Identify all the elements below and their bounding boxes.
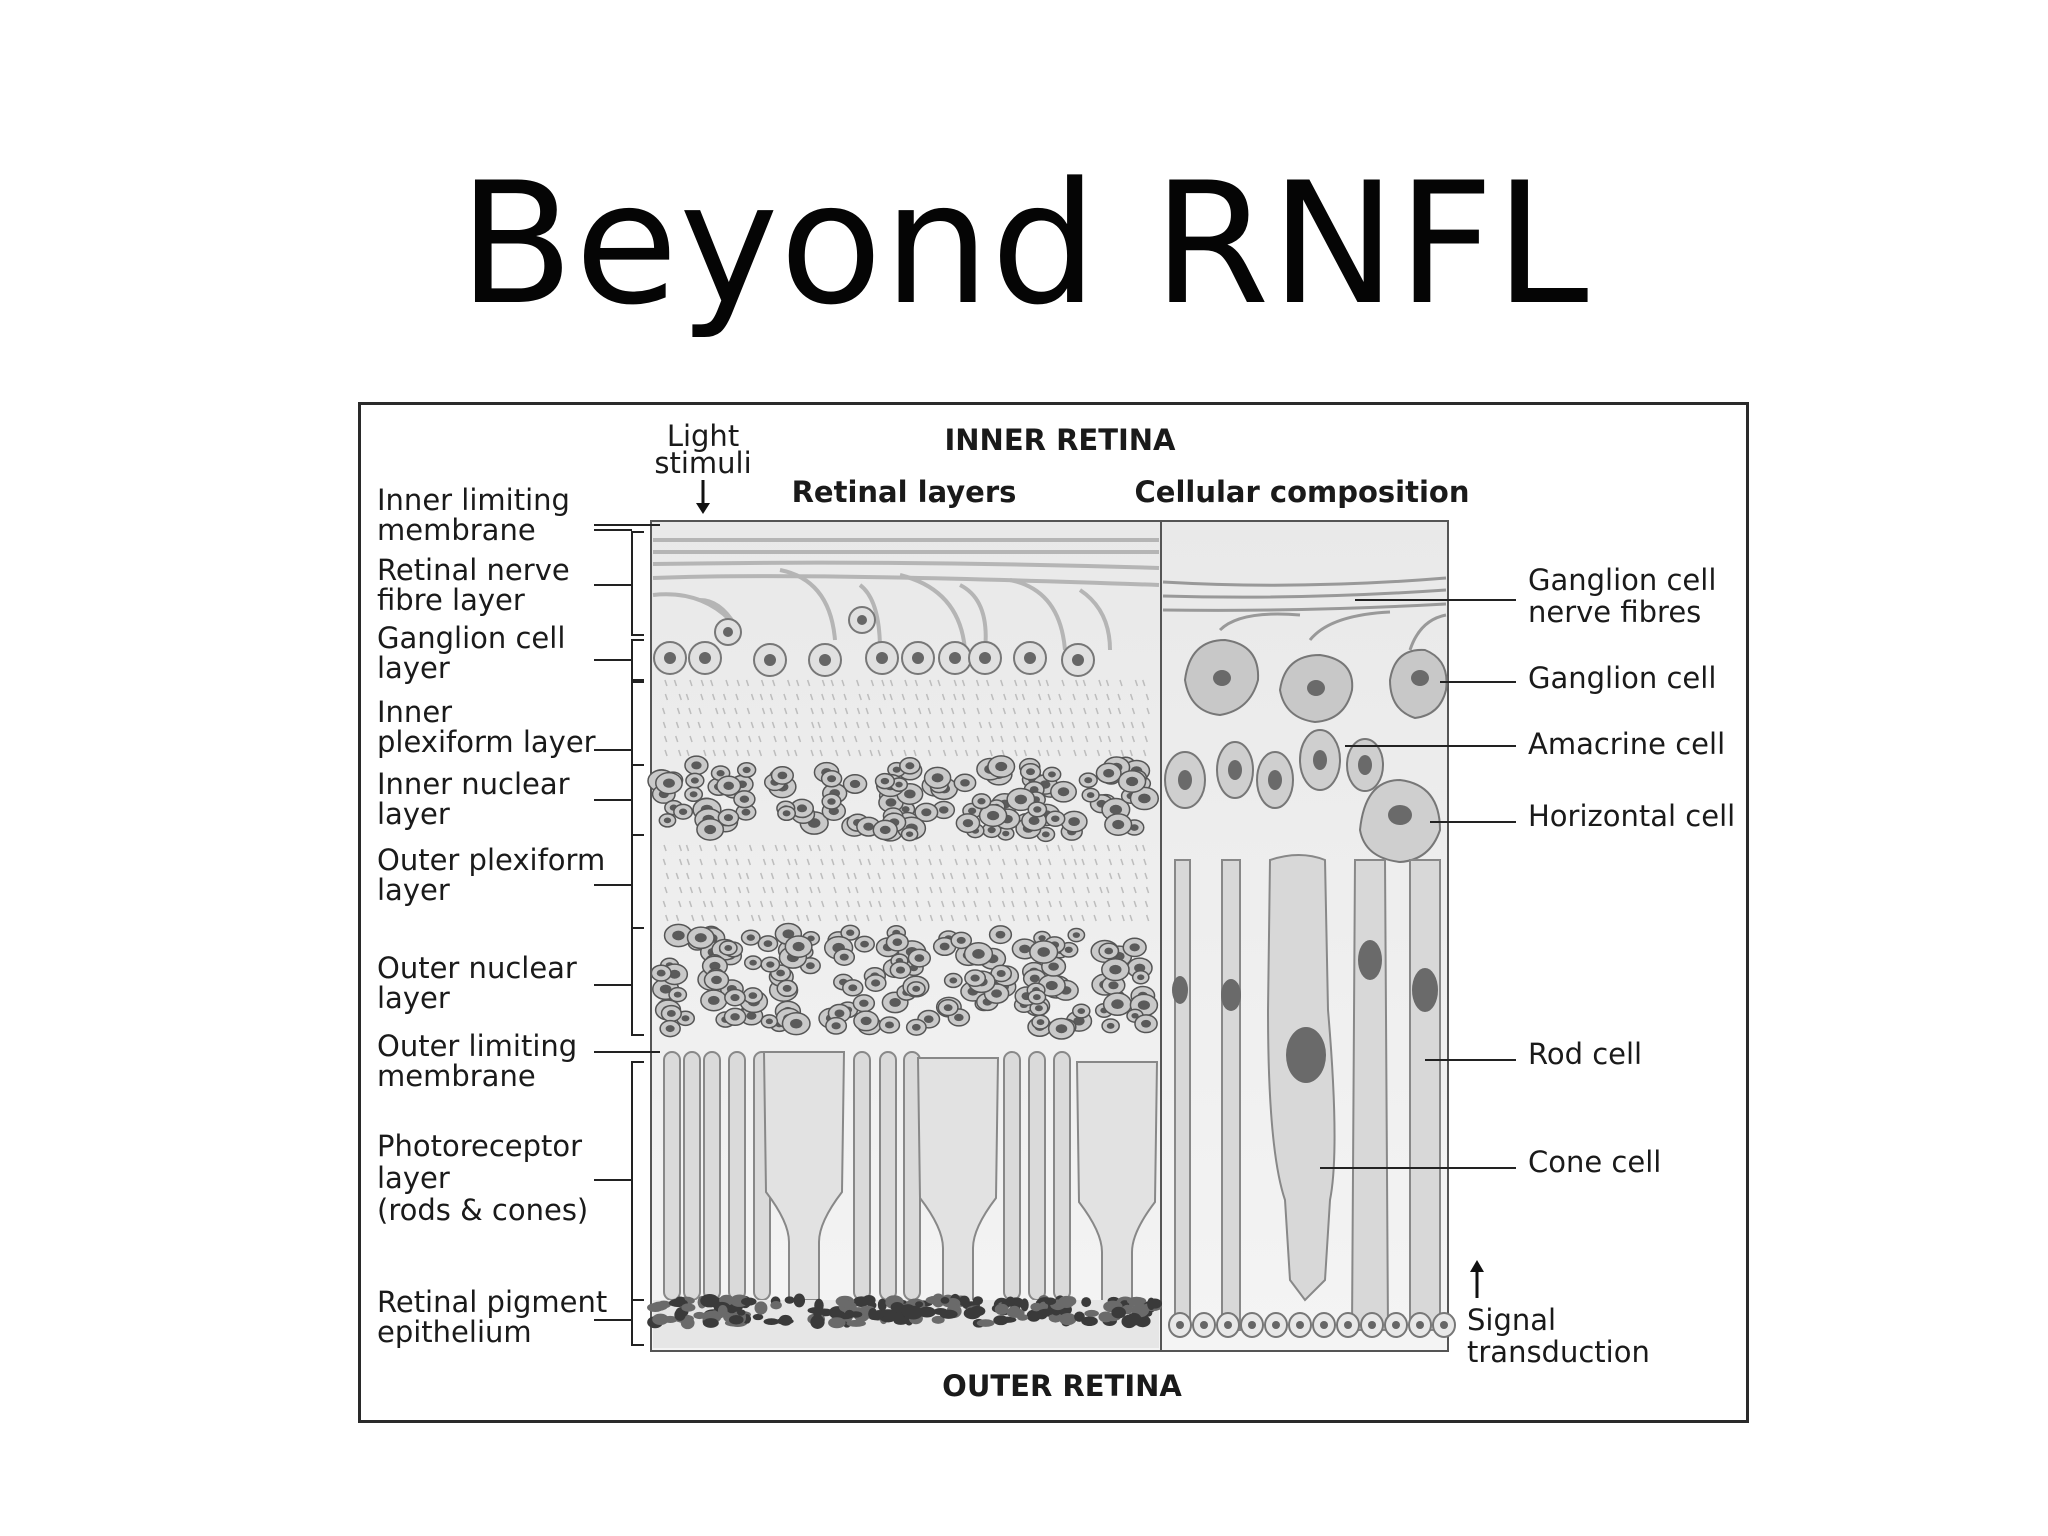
signal-transduction-label-line1: Signal [1467,1303,1556,1337]
left-label-1-line-1: fibre layer [377,583,525,617]
left-label-2-line-1: layer [377,651,450,685]
layer-brackets [594,524,660,1346]
left-label-5-line-0: Outer plexiform [377,843,605,877]
left-label-0-line-0: Inner limiting [377,483,570,517]
right-label-4-line-0: Rod cell [1528,1037,1642,1071]
left-label-1-line-0: Retinal nerve [377,553,570,587]
left-label-4-line-0: Inner nuclear [377,767,570,801]
inner-nuclear-cells [647,755,1160,843]
left-label-6-line-0: Outer nuclear [377,951,577,985]
light-arrow-icon [696,480,710,514]
left-label-9-line-1: epithelium [377,1315,532,1349]
cellular-composition-illustration [1162,576,1456,1338]
left-label-8-line-1: layer [377,1161,450,1195]
left-label-5-line-1: layer [377,873,450,907]
left-label-3-line-0: Inner [377,695,452,729]
left-label-7-line-1: membrane [377,1059,536,1093]
outer-plexiform-texture [662,844,1150,922]
cellular-composition-header: Cellular composition [1135,475,1470,509]
light-stimuli-label-line2: stimuli [654,446,751,480]
left-label-8-line-2: (rods & cones) [377,1193,588,1227]
light-stimuli-label-line1: Light [667,419,739,453]
signal-arrow-icon [1470,1260,1484,1298]
rpe-illustration [647,1293,1163,1348]
signal-transduction-label-line2: transduction [1467,1335,1650,1369]
left-label-3-line-1: plexiform layer [377,725,596,759]
right-label-1-line-0: Ganglion cell [1528,661,1716,695]
left-label-8-line-0: Photoreceptor [377,1129,582,1163]
left-label-7-line-0: Outer limiting [377,1029,577,1063]
left-label-4-line-1: layer [377,797,450,831]
right-label-5-line-0: Cone cell [1528,1145,1661,1179]
left-label-6-line-1: layer [377,981,450,1015]
outer-nuclear-cells [650,922,1159,1040]
left-label-0-line-1: membrane [377,513,536,547]
outer-retina-header: OUTER RETINA [942,1369,1182,1403]
inner-retina-header: INNER RETINA [945,423,1177,457]
right-label-0-line-1: nerve fibres [1528,595,1701,629]
right-label-3-line-0: Horizontal cell [1528,799,1735,833]
right-label-2-line-0: Amacrine cell [1528,727,1725,761]
photoreceptor-illustration [663,1051,1159,1311]
right-label-0-line-0: Ganglion cell [1528,563,1716,597]
nerve-fibres-illustration [652,538,1160,651]
ganglion-cell-row [653,606,1095,677]
left-label-2-line-0: Ganglion cell [377,621,565,655]
left-label-9-line-0: Retinal pigment [377,1285,607,1319]
slide-title: Beyond RNFL [458,146,1590,342]
retinal-layers-header: Retinal layers [792,475,1017,509]
inner-plexiform-texture [661,679,1150,757]
